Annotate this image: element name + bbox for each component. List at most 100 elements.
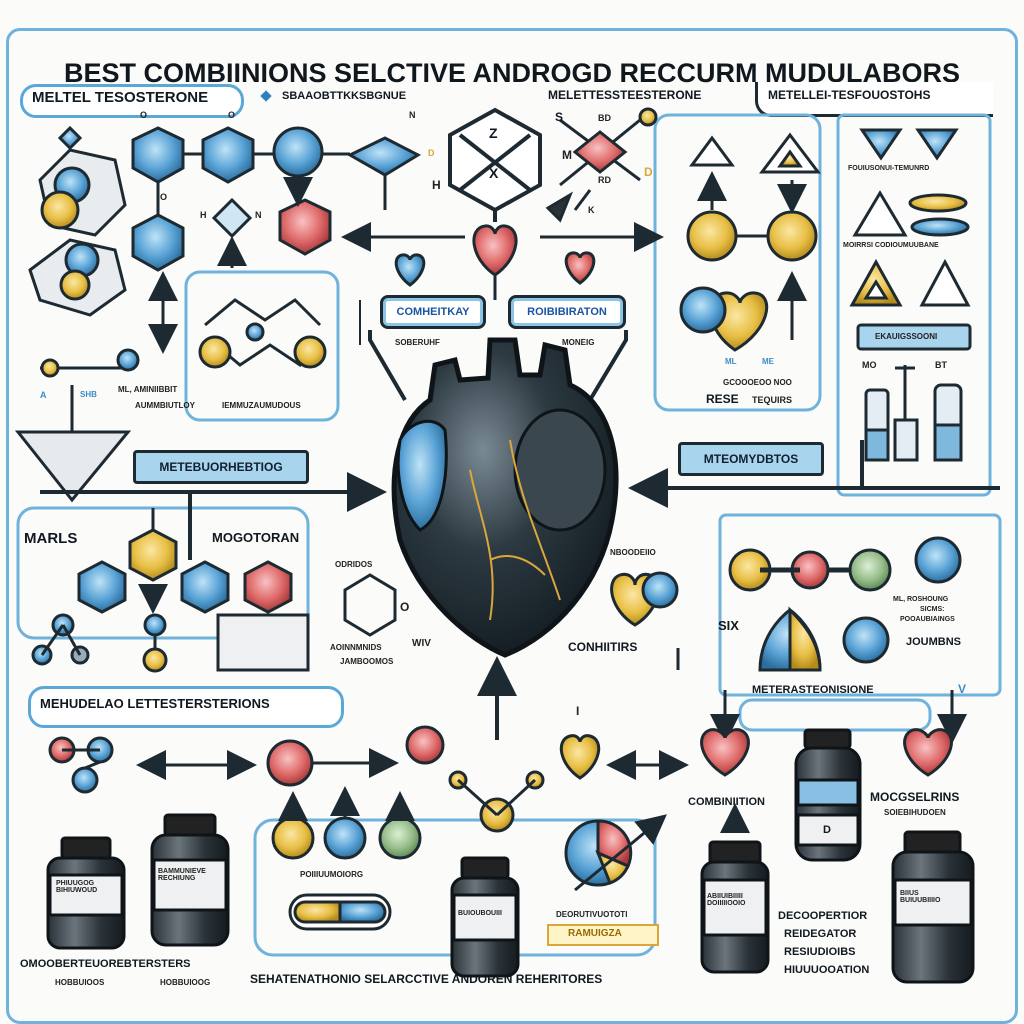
caption-tequirs: TEQUIRS [752,395,793,405]
footer-title: SEHATENATHONIO SELARCCTIVE ANDOREN REHER… [250,972,603,986]
triangle-outline-1 [689,135,735,167]
label-ml-roshoung: ML, ROSHOUNG [893,596,949,603]
medicine-bottles [46,728,975,984]
bottle-2 [150,813,230,947]
label-metellei-tesfouostohs: METELLEI-TESFOUOSTOHS [768,88,931,102]
label-pie-banner: RAMUIGZA [568,928,622,939]
caption-shb: SHB [80,390,97,399]
label-meletteste: MELETTESSTEESTERONE [548,88,702,102]
caption-lab-mo: MO [862,360,877,370]
atom-blue-right [679,286,727,334]
hexagon-xz-icon [448,107,542,222]
hexagon-blue-6 [180,560,230,614]
benzene-ring [343,573,397,637]
label-melhudelao: MEHUDELAO LETTESTERSTERIONS [40,696,270,711]
caption-moirrsi: MOIRRSI CODIOUMUUBANE [843,242,939,249]
atom-o3: O [160,192,168,202]
caption-iemmu: IEMMUZAUMUDOUS [222,401,301,410]
bottle-label-1: PHIUUGOG BIHIUWOUD [56,880,98,894]
panel-borders [16,113,1002,957]
atom-x: X [489,165,499,181]
atom-d1: D [428,148,435,158]
atom-blue-lr-3 [842,616,890,664]
label-pooaubiaings: POOAUBIAINGS [900,616,955,623]
label-vial-d: D [823,824,831,836]
panel-right-top [653,113,822,412]
label-decoopertior: DECOOPERTIOR [778,910,868,922]
label-combinition: COMBINIITION [688,796,765,808]
label-resiudioibs: RESIUDIOIBS [784,946,856,958]
hexagon-yellow [128,528,178,582]
bottle-label-5: BIIUS BUIUUBIIIIO [900,890,941,904]
hexagon-blue-2 [201,126,255,184]
label-aoinnmnids: AOINNMNIDS [330,643,382,652]
heart-blue-small [394,253,426,287]
atom-red-bottom-1 [266,739,314,787]
pie-banner-box [547,924,659,946]
label-nboodeiio: NBOODEIIO [610,548,656,557]
tag-roibibiraton: ROIBIBIRATON [508,295,626,329]
bottle-label-3: BUIOUBOUIII [458,910,502,917]
circle-blue-3 [272,126,324,178]
lab-glassware-icon [864,365,963,462]
label-hobbuioog: HOBBUIOOG [160,978,211,987]
label-wiv: WIV [412,638,431,649]
red-diamond-molecule [545,107,658,223]
label-meltel-testosterone: MELTEL TESOSTERONE [32,89,209,106]
steroid-ring-icon [198,298,327,369]
hexagon-red-2 [243,560,293,614]
label-pill-meltel [20,84,244,118]
molecular-cage [28,125,127,317]
label-sicms: SICMS: [920,606,945,613]
label-mocgselrins: MOCGSELRINS [870,790,960,804]
caption-ml-aminiibbit: ML, AMINIIBBIT [118,385,178,394]
atom-yellow-big-1 [686,210,738,262]
label-i: I [576,704,580,718]
panel-right-molecules [718,513,1002,697]
bottle-label-4: ABIIUIBIIIII DOIIIIIOOIO [707,893,746,907]
label-pie-caption: DEORUTIVUOTOTI [556,910,628,919]
hexagon-blue-4 [131,213,185,272]
bottle-4 [700,840,770,974]
atom-bd: BD [598,113,611,123]
atom-yellow [40,358,60,378]
label-odridos: ODRIDOS [335,560,373,569]
label-conhiitirs: CONHIITIRS [568,640,638,654]
panel-triangles [836,113,992,497]
atom-rd: RD [598,175,611,185]
hexagon-blue-1 [131,126,185,184]
heart-yellow-bottom [559,734,601,780]
caption-fouiusonui: FOUIUSONUI-TEMUNRD [848,165,930,172]
pie-chart-icon [564,814,667,892]
label-subtitle-sbaao: SBAAOBTTKKSBGNUE [282,90,407,102]
tag-mteomydbtos: MTEOMYDBTOS [678,442,824,476]
label-jamboomos: JAMBOOMOS [340,657,394,666]
chemical-structure-box [216,613,310,672]
hexagon-blue-5 [77,560,127,614]
diamond-small [211,197,253,239]
pill-dot-yellow [271,816,315,860]
atom-h1: H [432,178,441,192]
triangle-icons [849,128,972,351]
anatomical-heart-icon [391,337,619,658]
caption-a: A [40,390,47,400]
atom-blue [116,348,140,372]
atom-s: S [555,110,564,124]
bottle-3 [450,856,520,978]
atom-m: M [562,148,572,162]
label-marls: MARLS [24,530,78,547]
caption-moneig: MONEIG [562,338,595,347]
tag-comheitkay: COMHEITKAY [380,295,486,329]
label-soiebihudoen: SOIEBIHUDOEN [884,808,946,817]
atom-red-bottom-2 [405,725,445,765]
atom-n1: N [409,110,416,120]
label-o: O [400,600,410,614]
bottle-1 [46,836,126,950]
label-mogotoran: MOGOTORAN [212,530,300,545]
label-hiuuuooation: HIUUUOOATION [784,964,870,976]
caption-rese: RESE [706,392,739,406]
atom-blue-lr-2 [914,536,962,584]
atom-d2: D [644,165,653,179]
label-joumbns: JOUMBNS [906,636,962,648]
label-hobbuioos: HOBBUIOOS [55,978,105,987]
